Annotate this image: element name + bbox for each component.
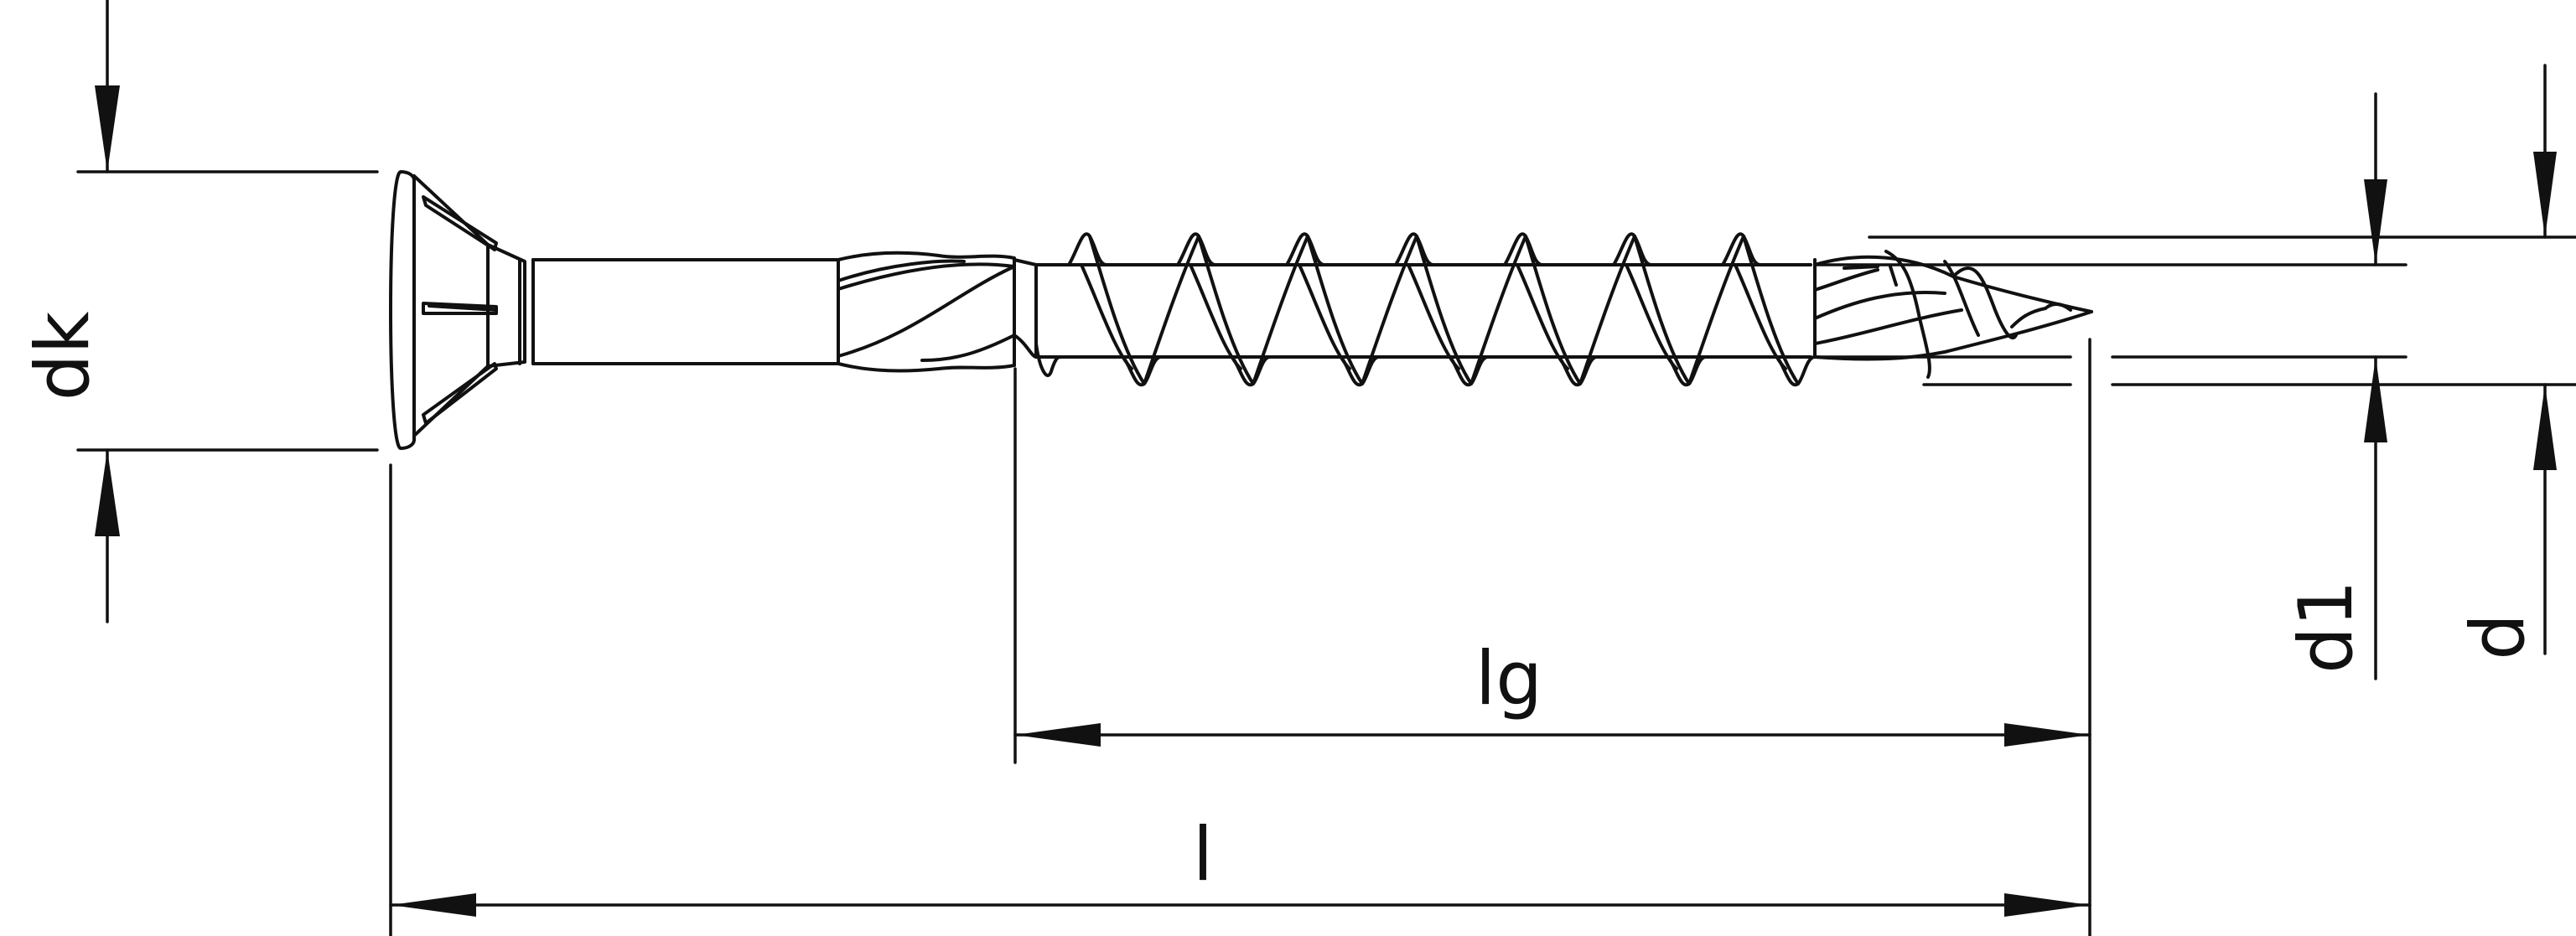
lg-arrow-right [2004, 723, 2090, 747]
d1-arrow-top [2364, 179, 2387, 265]
l-dimension: l [389, 338, 2091, 936]
lg-dimension: lg [1013, 367, 2091, 764]
d1-dimension: d1 [2283, 92, 2387, 680]
d-dimension: d [2454, 64, 2557, 660]
l-arrow-left [391, 893, 476, 917]
d-arrow-top [2533, 152, 2557, 237]
lg-arrow-left [1015, 723, 1101, 747]
d1-label: d1 [2283, 580, 2369, 674]
d-arrow-bottom [2533, 385, 2557, 470]
screw-thread [1034, 232, 1817, 387]
d1-arrow-bottom [2364, 357, 2387, 442]
l-label: l [1193, 811, 1213, 897]
screw-tip [1813, 250, 2093, 379]
lg-label: lg [1475, 635, 1542, 721]
l-arrow-right [2004, 893, 2090, 917]
dk-arrow-top [95, 85, 120, 172]
dk-dimension: dk [19, 0, 379, 623]
dk-arrow-bottom [95, 450, 120, 536]
dk-label: dk [19, 312, 106, 401]
diameter-extension-lines [1813, 235, 2576, 386]
d-label: d [2454, 613, 2541, 660]
screw-shank [531, 251, 1038, 373]
screw-head [389, 170, 535, 450]
